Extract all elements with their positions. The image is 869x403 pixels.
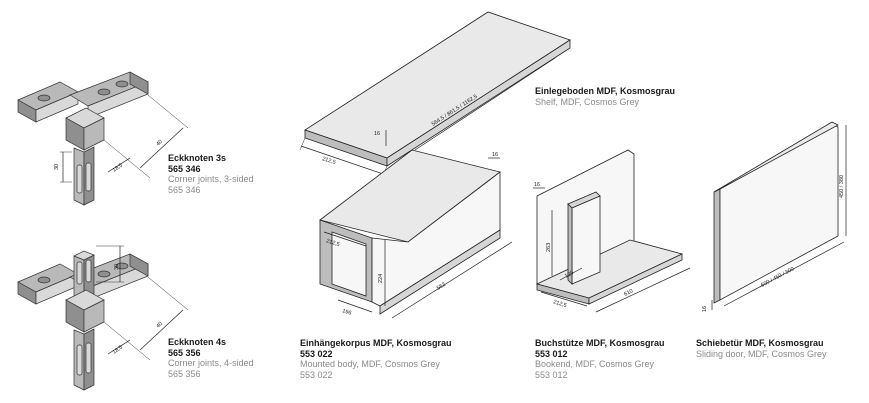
caption-english: Shelf, MDF, Cosmos Grey bbox=[535, 96, 640, 107]
caption-sliding-door: Schiebetür MDF, Kosmosgrau Sliding door,… bbox=[696, 338, 827, 359]
caption-number-2: 553 012 bbox=[535, 369, 568, 380]
caption-english: Mounted body, MDF, Cosmos Grey bbox=[300, 359, 440, 369]
caption-title: Schiebetür MDF, Kosmosgrau bbox=[696, 338, 824, 348]
svg-text:30: 30 bbox=[54, 164, 60, 170]
svg-text:18,5: 18,5 bbox=[112, 163, 124, 174]
caption-title: Eckknoten 4s bbox=[168, 337, 227, 347]
caption-corner-joint-4s: Eckknoten 4s 565 356 Corner joints, 4-si… bbox=[168, 337, 254, 379]
caption-shelf: Einlegeboden MDF, Kosmosgrau Shelf, MDF,… bbox=[535, 86, 675, 107]
svg-text:40: 40 bbox=[155, 321, 164, 330]
caption-bookend: Buchstütze MDF, Kosmosgrau 553 012 Booke… bbox=[535, 338, 665, 380]
svg-text:30: 30 bbox=[114, 264, 120, 270]
caption-english: Corner joints, 3-sided bbox=[168, 174, 254, 184]
svg-text:263: 263 bbox=[546, 243, 552, 252]
caption-english: Sliding door, MDF, Cosmos Grey bbox=[696, 348, 827, 359]
caption-title: Buchstütze MDF, Kosmosgrau bbox=[535, 338, 665, 348]
corner-joint-4s-drawing: 40 30 18,5 bbox=[17, 245, 189, 391]
caption-number-2: 565 356 bbox=[168, 368, 201, 379]
svg-text:18,5: 18,5 bbox=[112, 345, 124, 356]
caption-number: 553 012 bbox=[535, 348, 568, 359]
sliding-door-drawing: 450 / 380 600 / 450 / 300 16 bbox=[702, 121, 847, 312]
caption-number-2: 565 346 bbox=[168, 184, 201, 195]
shelf-drawing: 212,5 16 564,5 / 861,5 / 1162,5 bbox=[299, 11, 571, 179]
corner-joint-3s-drawing: 40 30 18,5 bbox=[17, 71, 189, 206]
svg-text:16: 16 bbox=[374, 131, 380, 137]
svg-text:16: 16 bbox=[492, 152, 498, 158]
svg-text:16: 16 bbox=[534, 182, 540, 188]
caption-title: Eckknoten 3s bbox=[168, 153, 227, 163]
bookend-drawing: 263 120 212,5 610 16 bbox=[533, 149, 691, 313]
svg-text:450 / 380: 450 / 380 bbox=[839, 175, 845, 198]
svg-text:40: 40 bbox=[155, 139, 164, 148]
caption-number: 565 346 bbox=[168, 163, 201, 174]
caption-number-2: 553 022 bbox=[300, 369, 333, 380]
svg-text:212,5: 212,5 bbox=[321, 156, 336, 166]
caption-corner-joint-3s: Eckknoten 3s 565 346 Corner joints, 3-si… bbox=[168, 153, 254, 195]
mounted-body-drawing: 212,5 224 196 562 16 bbox=[319, 149, 513, 319]
svg-text:562: 562 bbox=[436, 282, 447, 292]
caption-mounted-body: Einhängekorpus MDF, Kosmosgrau 553 022 M… bbox=[300, 338, 452, 380]
svg-text:120: 120 bbox=[564, 270, 575, 280]
caption-number: 553 022 bbox=[300, 348, 333, 359]
caption-english: Corner joints, 4-sided bbox=[168, 358, 254, 368]
svg-text:196: 196 bbox=[341, 308, 352, 317]
svg-text:224: 224 bbox=[378, 274, 384, 283]
caption-number: 565 356 bbox=[168, 347, 201, 358]
svg-text:610: 610 bbox=[623, 288, 634, 298]
svg-text:16: 16 bbox=[702, 306, 708, 312]
caption-english: Bookend, MDF, Cosmos Grey bbox=[535, 359, 655, 369]
caption-title: Einlegeboden MDF, Kosmosgrau bbox=[535, 86, 676, 96]
caption-title: Einhängekorpus MDF, Kosmosgrau bbox=[300, 338, 452, 348]
svg-text:212,5: 212,5 bbox=[552, 299, 567, 309]
svg-text:212,5: 212,5 bbox=[325, 238, 340, 248]
